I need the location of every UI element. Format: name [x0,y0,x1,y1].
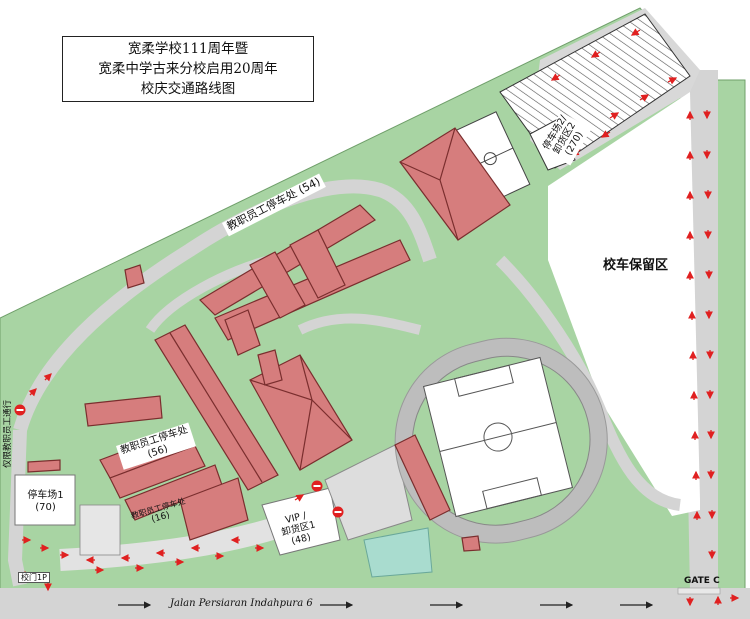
bus-reserve-text: 校车保留区 [603,258,669,273]
bus-reserve-label: 校车保留区 [603,258,669,274]
main-road [0,588,750,619]
football-field [422,356,574,518]
staff-gate-text: 仅限教职员工通行 [3,399,13,468]
bus-reserve-zone [548,92,700,516]
internal-road-mid [297,313,422,335]
no-entry-sign-icon [332,506,344,518]
parking-1-text: 停车场1 [27,490,64,501]
no-entry-sign-icon [14,404,26,416]
parking-1-label: 停车场1 (70) [18,490,73,513]
vip-area [261,487,341,556]
map-title: 宽柔学校111周年暨 宽柔中学古来分校启用20周年 校庆交通路线图 [62,36,314,102]
title-line-3: 校庆交通路线图 [140,81,236,97]
pond [363,527,433,578]
gate-c-label: GATE C [684,576,720,586]
gate-c-text: GATE C [684,576,720,586]
road-name-text: Jalan Persiaran Indahpura 6 [170,598,313,609]
grey-plaza [324,444,413,541]
title-line-1: 宽柔学校111周年暨 [127,41,249,57]
main-gate-text: 校门1P [21,573,47,582]
gate-c-marker [677,587,721,595]
parking-1-area [14,474,76,526]
staff-gate-label: 仅限教职员工通行 [3,399,14,468]
front-parking-area [79,504,121,556]
title-line-2: 宽柔中学古来分校启用20周年 [98,61,278,77]
parking-1-count: (70) [35,501,56,513]
buildings [27,127,511,552]
road-name-label: Jalan Persiaran Indahpura 6 [170,598,313,610]
main-gate-label: 校门1P [18,572,50,584]
no-entry-sign-icon [311,480,323,492]
